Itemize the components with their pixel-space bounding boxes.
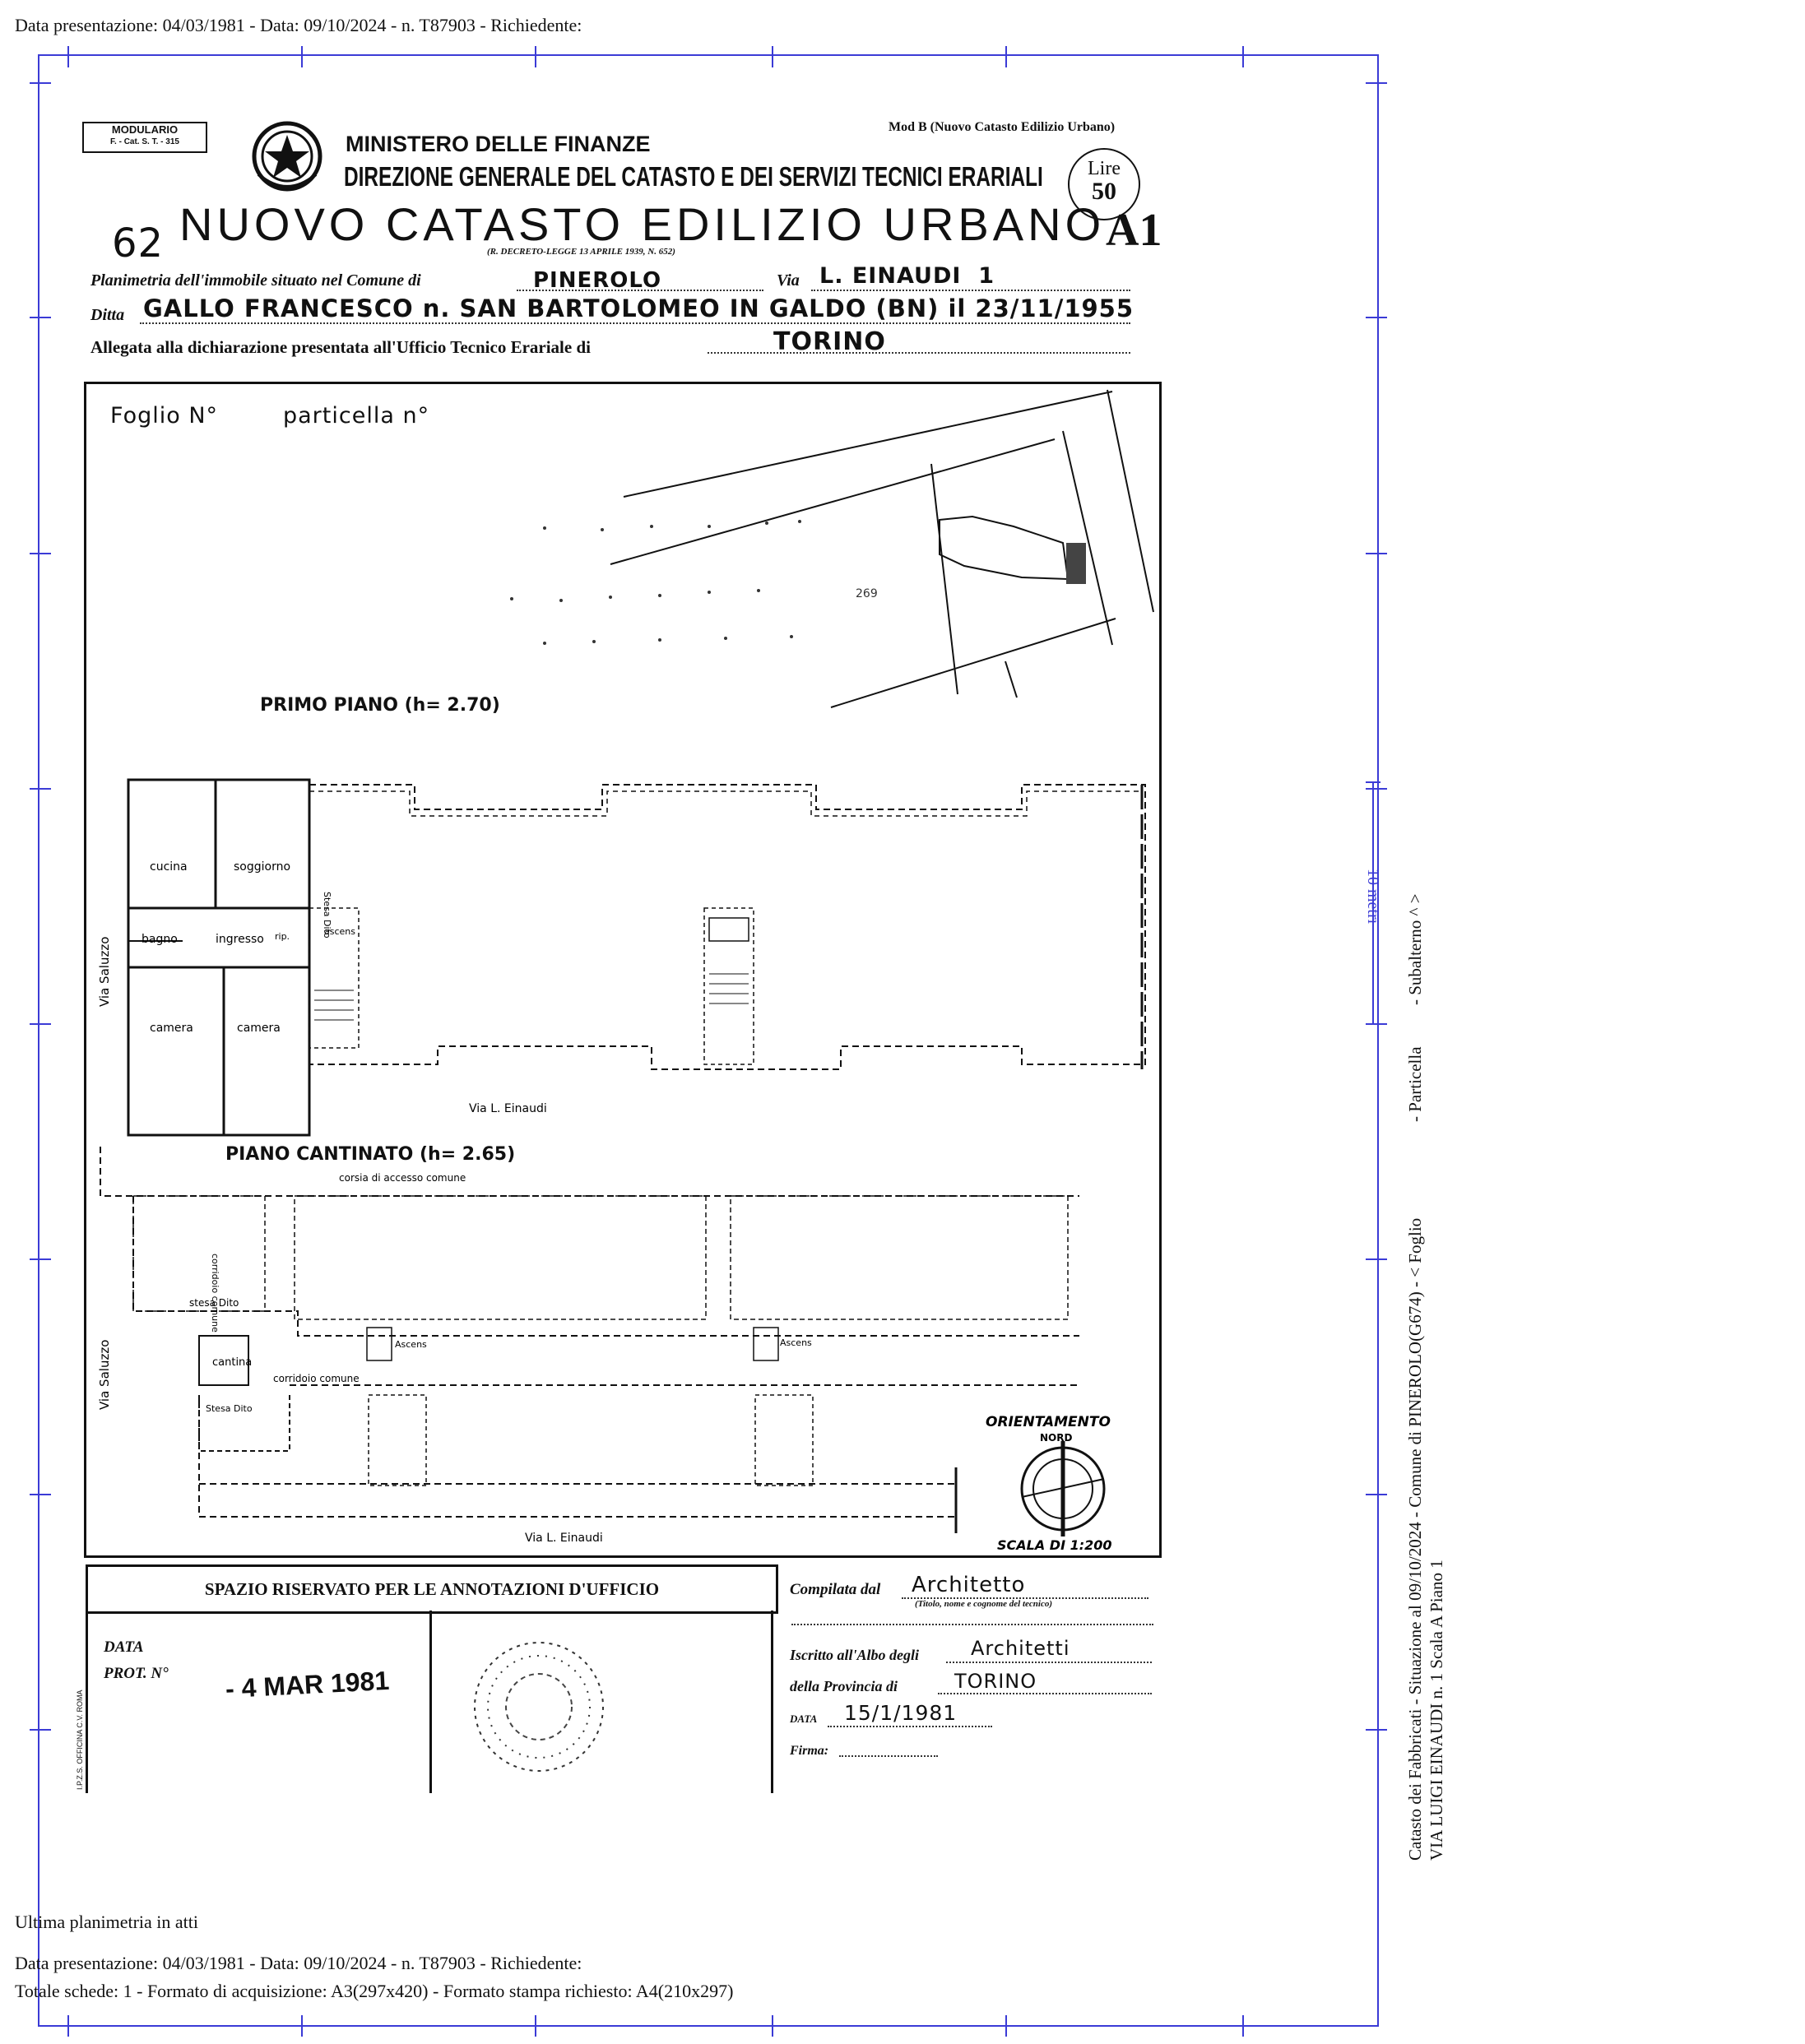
footer-line-1: Data presentazione: 04/03/1981 - Data: 0… bbox=[15, 1953, 582, 1973]
ministry-title: MINISTERO DELLE FINANZE bbox=[346, 132, 651, 156]
provincia-field: TORINO bbox=[938, 1670, 1152, 1694]
decree-note: (R. DECRETO-LEGGE 13 APRILE 1939, N. 652… bbox=[487, 247, 675, 257]
mod-b-label: Mod B (Nuovo Catasto Edilizio Urbano) bbox=[889, 120, 1116, 134]
ditta-value: GALLO FRANCESCO n. SAN BARTOLOMEO IN GAL… bbox=[143, 294, 1135, 322]
data2-field: 15/1/1981 bbox=[828, 1701, 992, 1727]
ultima-planimetria: Ultima planimetria in atti bbox=[15, 1912, 198, 1932]
compilata-label: Compilata dal bbox=[790, 1581, 881, 1598]
ufficio-value: TORINO bbox=[773, 327, 886, 356]
official-seal-icon bbox=[474, 1642, 604, 1772]
category-label: A1 bbox=[1106, 205, 1162, 256]
footer-line-2: Totale schede: 1 - Formato di acquisizio… bbox=[15, 1981, 734, 2001]
compass-icon bbox=[1020, 1441, 1106, 1536]
foglio-label: Foglio N° bbox=[110, 403, 219, 429]
lire-label: Lire bbox=[1088, 158, 1121, 179]
via-label: Via bbox=[777, 271, 800, 290]
provincia-label: della Provincia di bbox=[790, 1678, 898, 1694]
allegata-label: Allegata alla dichiarazione presentata a… bbox=[90, 337, 591, 357]
corridoio-comune-vertical: corridoio comune bbox=[210, 1254, 220, 1333]
republic-emblem-icon bbox=[252, 121, 322, 192]
room-cantina: cantina bbox=[212, 1356, 252, 1369]
scale-bar bbox=[1372, 781, 1374, 1025]
iscritto-label: Iscritto all'Albo degli bbox=[790, 1647, 920, 1663]
corsia-label: corsia di accesso comune bbox=[339, 1172, 466, 1184]
modulario-line1: MODULARIO bbox=[111, 123, 179, 136]
handwritten-number: 62 bbox=[112, 220, 165, 267]
iscritto-field: Architetti bbox=[946, 1637, 1152, 1663]
room-bagno: bagno bbox=[142, 933, 178, 946]
iscritto-value: Architetti bbox=[971, 1637, 1070, 1660]
floor-plan-drawing: 269 PRIMO PIANO (h= 2.70) cucina soggior… bbox=[97, 389, 1154, 1553]
nord-label: NORD bbox=[1040, 1432, 1072, 1444]
via-einaudi-label-2: Via L. Einaudi bbox=[525, 1532, 603, 1545]
scale-label: 10 metri bbox=[1364, 869, 1382, 925]
room-camera-1: camera bbox=[150, 1022, 193, 1035]
ufficio-field: TORINO bbox=[708, 327, 1130, 356]
room-rip: rip. bbox=[275, 931, 290, 942]
firma-label: Firma: bbox=[790, 1744, 829, 1758]
scala-label: SCALA DI 1:200 bbox=[997, 1537, 1112, 1553]
via-field: L. EINAUDI 1 bbox=[811, 263, 1130, 291]
direction-title: DIREZIONE GENERALE DEL CATASTO E DEI SER… bbox=[344, 161, 1043, 192]
corridoio-comune-label: corridoio comune bbox=[273, 1373, 360, 1384]
primo-piano-title: PRIMO PIANO (h= 2.70) bbox=[260, 695, 500, 716]
page-frame bbox=[38, 54, 1379, 2027]
data2-label: DATA bbox=[790, 1713, 818, 1725]
via-saluzzo-label-2: Via Saluzzo bbox=[97, 1340, 112, 1410]
address-vertical-line: VIA LUIGI EINAUDI n. 1 Scala A Piano 1 bbox=[1427, 1560, 1446, 1861]
annotations-title: SPAZIO RISERVATO PER LE ANNOTAZIONI D'UF… bbox=[204, 1579, 660, 1599]
annotations-header-box: SPAZIO RISERVATO PER LE ANNOTAZIONI D'UF… bbox=[86, 1564, 778, 1614]
piano-cantinato-title: PIANO CANTINATO (h= 2.65) bbox=[225, 1144, 515, 1165]
planimetria-label: Planimetria dell'immobile situato nel Co… bbox=[90, 271, 421, 290]
stesa-dito-3: Stesa Dito bbox=[206, 1403, 253, 1414]
header-line: Data presentazione: 04/03/1981 - Data: 0… bbox=[15, 15, 582, 35]
modulario-box: MODULARIO F. - Cat. S. T. - 315 bbox=[82, 122, 207, 153]
orientamento-label: ORIENTAMENTO bbox=[986, 1414, 1111, 1430]
stesa-dito-cantina: stesa Dito bbox=[189, 1297, 239, 1309]
ditta-label: Ditta bbox=[90, 306, 125, 324]
map-number: 269 bbox=[856, 587, 878, 600]
via-value: L. EINAUDI 1 bbox=[819, 263, 995, 289]
prot-label: PROT. N° bbox=[104, 1665, 169, 1682]
comune-value: PINEROLO bbox=[533, 268, 662, 293]
room-cucina: cucina bbox=[150, 860, 188, 874]
room-ingresso: ingresso bbox=[216, 933, 264, 946]
particella-side-label: - Particella bbox=[1405, 1046, 1425, 1122]
comune-field: PINEROLO bbox=[517, 268, 763, 293]
data2-value: 15/1/1981 bbox=[844, 1701, 958, 1725]
stesa-dito-label: Stesa Dito bbox=[322, 892, 332, 939]
compilata-field: Architetto bbox=[902, 1573, 1148, 1599]
printer-mark: I.P.Z.S. OFFICINA C.V. ROMA bbox=[76, 1689, 84, 1790]
ascens-label-3: Ascens bbox=[780, 1337, 812, 1348]
modulario-line2: F. - Cat. S. T. - 315 bbox=[110, 137, 179, 146]
lire-value: 50 bbox=[1092, 178, 1116, 205]
compilata-note: (Titolo, nome e cognome del tecnico) bbox=[915, 1599, 1052, 1609]
room-camera-2: camera bbox=[237, 1022, 281, 1035]
via-saluzzo-label: Via Saluzzo bbox=[97, 937, 112, 1007]
subalterno-label: - Subalterno ^ > bbox=[1405, 893, 1425, 1005]
provincia-value: TORINO bbox=[954, 1670, 1037, 1693]
ascens-label-2: Ascens bbox=[395, 1339, 427, 1350]
via-einaudi-label: Via L. Einaudi bbox=[469, 1102, 547, 1115]
ditta-field: GALLO FRANCESCO n. SAN BARTOLOMEO IN GAL… bbox=[140, 294, 1133, 324]
ascens-label: ascens bbox=[324, 926, 355, 937]
drawing-frame bbox=[84, 382, 1162, 1558]
particella-label: particella n° bbox=[283, 403, 430, 429]
data-label: DATA bbox=[104, 1638, 144, 1656]
compilata-value: Architetto bbox=[912, 1573, 1026, 1597]
room-soggiorno: soggiorno bbox=[234, 860, 290, 874]
form-title: NUOVO CATASTO EDILIZIO URBANO bbox=[179, 198, 1106, 250]
lire-badge: Lire 50 bbox=[1068, 148, 1140, 220]
catasto-vertical-line: Catasto dei Fabbricati - Situazione al 0… bbox=[1405, 1217, 1425, 1861]
